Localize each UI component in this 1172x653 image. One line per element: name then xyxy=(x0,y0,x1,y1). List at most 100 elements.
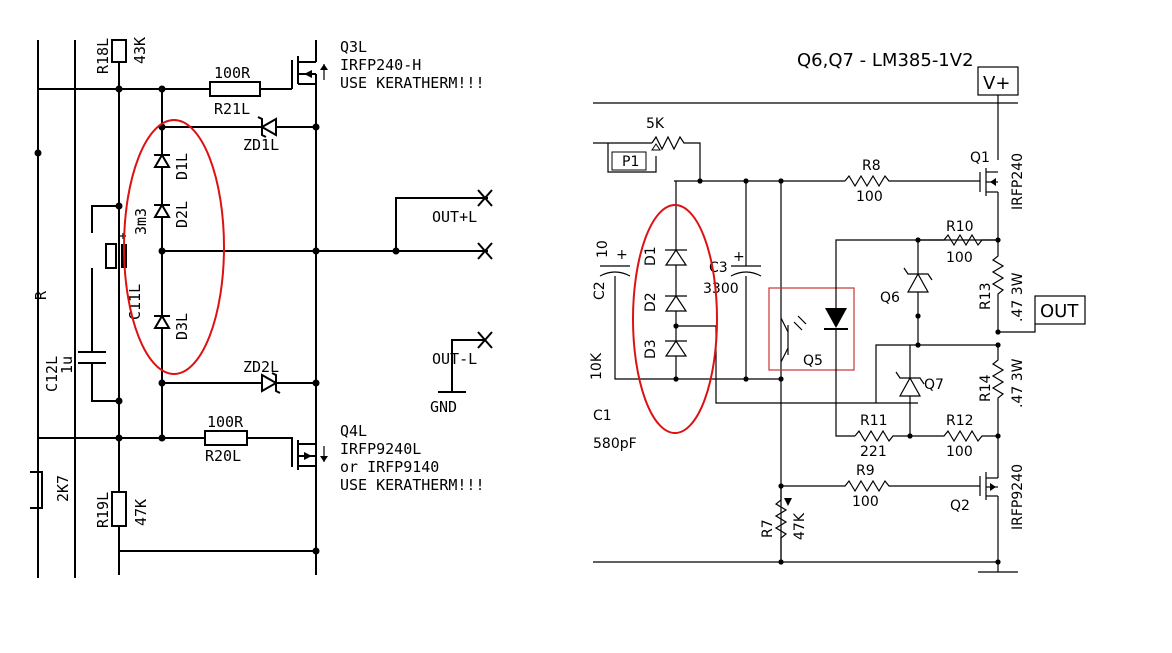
d3l-label: D3L xyxy=(173,313,191,340)
pot-resistor xyxy=(651,135,701,181)
r14-label: R14 xyxy=(978,374,994,402)
d2l-diode xyxy=(153,203,171,218)
q4-mosfet xyxy=(297,440,328,470)
c12-wire-bottom xyxy=(91,363,119,402)
r10-resistor xyxy=(918,233,998,247)
d1l-label: D1L xyxy=(173,153,191,180)
junction-dot xyxy=(312,547,320,555)
c11-value: 3m3 xyxy=(132,208,150,235)
r20-label: R20L xyxy=(205,447,241,465)
r19-resistor xyxy=(111,491,127,527)
d2-diode xyxy=(664,294,688,312)
d2-label: D2 xyxy=(643,292,659,312)
q7-reference xyxy=(895,371,925,397)
r21-value: 100R xyxy=(214,64,251,82)
junction-dot xyxy=(115,397,123,405)
partial-r-label: R xyxy=(32,290,50,300)
r19-label: R19L xyxy=(94,492,112,528)
right-title: Q6,Q7 - LM385-1V2 xyxy=(797,50,974,71)
vplus-label: V+ xyxy=(983,73,1010,94)
out-mid-terminal xyxy=(477,242,493,260)
q2-part: IRFP9240 xyxy=(1010,464,1026,530)
junction-dot xyxy=(115,202,123,210)
r11-label: R11 xyxy=(860,413,888,429)
r8-value: 100 xyxy=(856,189,883,205)
r14-resistor xyxy=(991,345,1005,436)
pot-value: 5K xyxy=(646,116,665,132)
q3-part: IRFP240-H xyxy=(340,56,421,74)
q1-label: Q1 xyxy=(970,150,990,166)
c3-value: 3300 xyxy=(703,281,739,297)
partial-c1-label: C1 xyxy=(593,408,612,424)
partial-10k-label: 10K xyxy=(589,352,605,380)
r20-value: 100R xyxy=(207,413,244,431)
r12-value: 100 xyxy=(946,444,973,460)
gnd-label: GND xyxy=(430,398,457,416)
q7-label: Q7 xyxy=(924,377,944,393)
r11-r12-resistors xyxy=(854,429,998,443)
q6-label: Q6 xyxy=(880,290,900,306)
r8-resistor xyxy=(844,174,980,188)
r14-value: .47 3W xyxy=(1010,358,1026,408)
out-terminal xyxy=(1034,295,1086,325)
q5-highlight-box xyxy=(768,287,855,371)
junction-dot xyxy=(115,434,123,442)
q4-alt-part: or IRFP9140 xyxy=(340,458,439,476)
r11-value: 221 xyxy=(860,444,887,460)
q6-reference xyxy=(903,267,933,293)
c2-wire xyxy=(614,276,676,380)
out-pos-wire xyxy=(395,197,488,251)
out-neg-terminal xyxy=(477,331,493,349)
c3-capacitor xyxy=(730,265,762,277)
left-schematic: R18L 43K 100R R21L Q3L IRFP240-H USE KER… xyxy=(30,37,493,578)
zd1-zener xyxy=(257,116,277,138)
r7-resistor xyxy=(774,486,788,562)
junction-dot xyxy=(34,149,42,157)
r13-value: .47 3W xyxy=(1010,272,1026,322)
q1-part: IRFP240 xyxy=(1010,153,1026,210)
out-label: OUT xyxy=(1040,301,1079,322)
r18-value: 43K xyxy=(131,37,149,64)
left-diode-highlight xyxy=(123,119,225,375)
r12-label: R12 xyxy=(946,413,974,429)
zd1-label: ZD1L xyxy=(243,136,279,154)
q4-note: USE KERATHERM!!! xyxy=(340,476,485,494)
c11-wire-top xyxy=(91,205,119,233)
zd2-zener xyxy=(261,372,281,394)
junction-dot xyxy=(158,434,166,442)
r7-value: 47K xyxy=(792,512,808,540)
d1l-diode xyxy=(153,153,171,168)
q4-part: IRFP9240L xyxy=(340,440,421,458)
q1-mosfet xyxy=(979,168,998,196)
out-pos-terminal xyxy=(477,189,493,207)
c12-capacitor xyxy=(78,351,106,364)
p1-box xyxy=(611,151,647,171)
d2l-label: D2L xyxy=(173,201,191,228)
right-schematic: Q6,Q7 - LM385-1V2 V+ P1 5K R8 100 xyxy=(589,50,1086,573)
q3-note: USE KERATHERM!!! xyxy=(340,74,485,92)
vplus-terminal xyxy=(977,66,1019,96)
q2-mosfet xyxy=(979,472,998,500)
r21-label: R21L xyxy=(214,100,250,118)
r10-value: 100 xyxy=(946,250,973,266)
r13-resistor xyxy=(991,240,1005,332)
c3-plus: + xyxy=(733,249,745,265)
c2-capacitor xyxy=(599,265,631,277)
r18-label: R18L xyxy=(94,38,112,74)
out-wire xyxy=(998,324,1036,333)
r13-label: R13 xyxy=(978,282,994,310)
p1-label: P1 xyxy=(622,154,639,170)
out-neg-wire xyxy=(451,339,484,392)
r-2k7-resistor xyxy=(30,471,43,509)
r9-value: 100 xyxy=(852,494,879,510)
q7-top-wire xyxy=(875,344,998,403)
r18-resistor xyxy=(111,39,127,63)
r-2k7-value: 2K7 xyxy=(54,475,72,502)
q5-label: Q5 xyxy=(803,353,823,369)
d1-diode xyxy=(664,248,688,266)
d3l-diode xyxy=(153,314,171,329)
r9-resistor xyxy=(781,479,980,493)
r7-label: R7 xyxy=(760,519,776,538)
r10-label: R10 xyxy=(946,219,974,235)
